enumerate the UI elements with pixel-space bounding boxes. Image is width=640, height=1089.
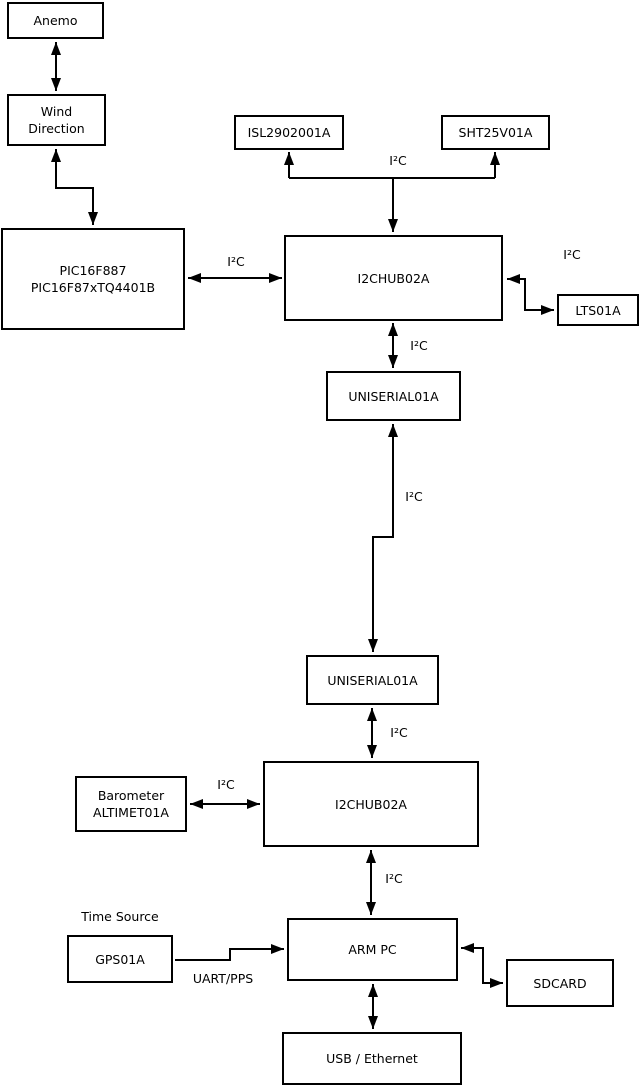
edge-hub1-lts [507,274,554,315]
node-barometer-line2: ALTIMET01A [93,805,169,820]
node-isl2902001a: ISL2902001A [234,115,344,150]
edge-label-i2c-hub2-armpc: I²C [385,871,403,886]
edge-label-i2c-pic-hub1: I²C [227,254,245,269]
node-pic-line1: PIC16F887 [59,263,127,278]
node-i2chub02a-2: I2CHUB02A [263,761,479,847]
node-wind-direction-line1: Wind [40,104,73,119]
node-barometer: Barometer ALTIMET01A [75,776,187,832]
edge-label-i2c-hub1-lts: I²C [563,247,581,262]
node-uniserial01a-1: UNISERIAL01A [326,371,461,421]
node-pic-line2: PIC16F87xTQ4401B [30,280,156,295]
node-i2chub02a-1-label: I2CHUB02A [357,270,430,286]
node-gps01a: GPS01A [67,935,173,983]
node-uniserial01a-2: UNISERIAL01A [306,655,439,705]
node-arm-pc: ARM PC [287,918,458,981]
node-lts01a-label: LTS01A [575,302,621,318]
edge-wind-pic [51,149,98,225]
edge-uniserial1-uniserial2 [368,424,398,652]
node-uniserial01a-2-label: UNISERIAL01A [327,672,418,688]
node-isl2902001a-label: ISL2902001A [247,125,331,140]
edge-label-i2c-uniserial-link: I²C [405,489,423,504]
node-i2chub02a-2-label: I2CHUB02A [335,796,407,812]
node-i2chub02a-1: I2CHUB02A [284,235,503,321]
node-usb-ethernet: USB / Ethernet [282,1032,462,1085]
node-wind-direction: Wind Direction [7,94,106,146]
node-barometer-line1: Barometer [97,788,165,803]
edge-label-i2c-barometer-hub2: I²C [217,777,235,792]
edge-armpc-sdcard [461,943,503,988]
edge-label-i2c-bus-top: I²C [389,153,407,168]
node-wind-direction-line2: Direction [28,121,85,136]
node-sht25v01a-label: SHT25V01A [458,125,533,140]
edge-gps-armpc [175,944,284,961]
edge-label-uart-pps: UART/PPS [192,971,254,986]
node-sdcard-label: SDCARD [533,975,587,991]
node-arm-pc-label: ARM PC [348,942,397,957]
node-uniserial01a-1-label: UNISERIAL01A [348,388,439,404]
node-sdcard: SDCARD [506,959,614,1007]
node-anemo-label: Anemo [33,13,78,28]
node-usb-ethernet-label: USB / Ethernet [326,1051,418,1066]
edge-label-time-source: Time Source [81,909,159,924]
edge-label-i2c-uniserial2-hub2: I²C [390,725,408,740]
edge-label-i2c-hub1-uniserial1: I²C [410,338,428,353]
node-lts01a: LTS01A [557,294,639,326]
node-sht25v01a: SHT25V01A [441,115,550,150]
node-gps01a-label: GPS01A [95,951,145,967]
node-pic: PIC16F887 PIC16F87xTQ4401B [1,228,185,330]
node-anemo: Anemo [7,2,104,39]
